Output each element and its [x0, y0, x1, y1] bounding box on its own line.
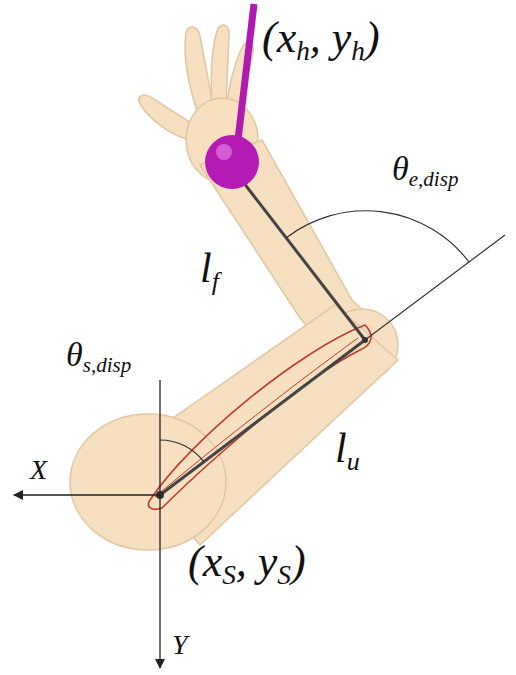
- ball-highlight: [216, 144, 232, 160]
- handle-ball: [205, 135, 259, 189]
- angle-arc: [160, 440, 204, 462]
- handle-stick: [238, 4, 254, 140]
- y-axis: [159, 380, 160, 668]
- muscle-fibre: [155, 338, 358, 497]
- reference-line: [365, 235, 505, 340]
- symbol-label: θe,disp: [392, 150, 458, 191]
- arm-skin: [70, 25, 398, 550]
- x-axis: [14, 494, 160, 495]
- symbol-label: (xh, yh): [262, 14, 380, 66]
- upper-arm-segment: [160, 340, 365, 495]
- symbol-label: lf: [200, 245, 219, 296]
- symbol-label: lu: [335, 425, 360, 476]
- muscle-outline: [149, 325, 372, 509]
- symbol-label: Y: [172, 630, 188, 661]
- forearm-segment: [230, 165, 365, 340]
- symbol-label: (xS, yS): [188, 538, 306, 590]
- symbol-label: X: [30, 455, 47, 486]
- angle-arc: [286, 211, 469, 262]
- symbol-label: θs,disp: [66, 336, 131, 377]
